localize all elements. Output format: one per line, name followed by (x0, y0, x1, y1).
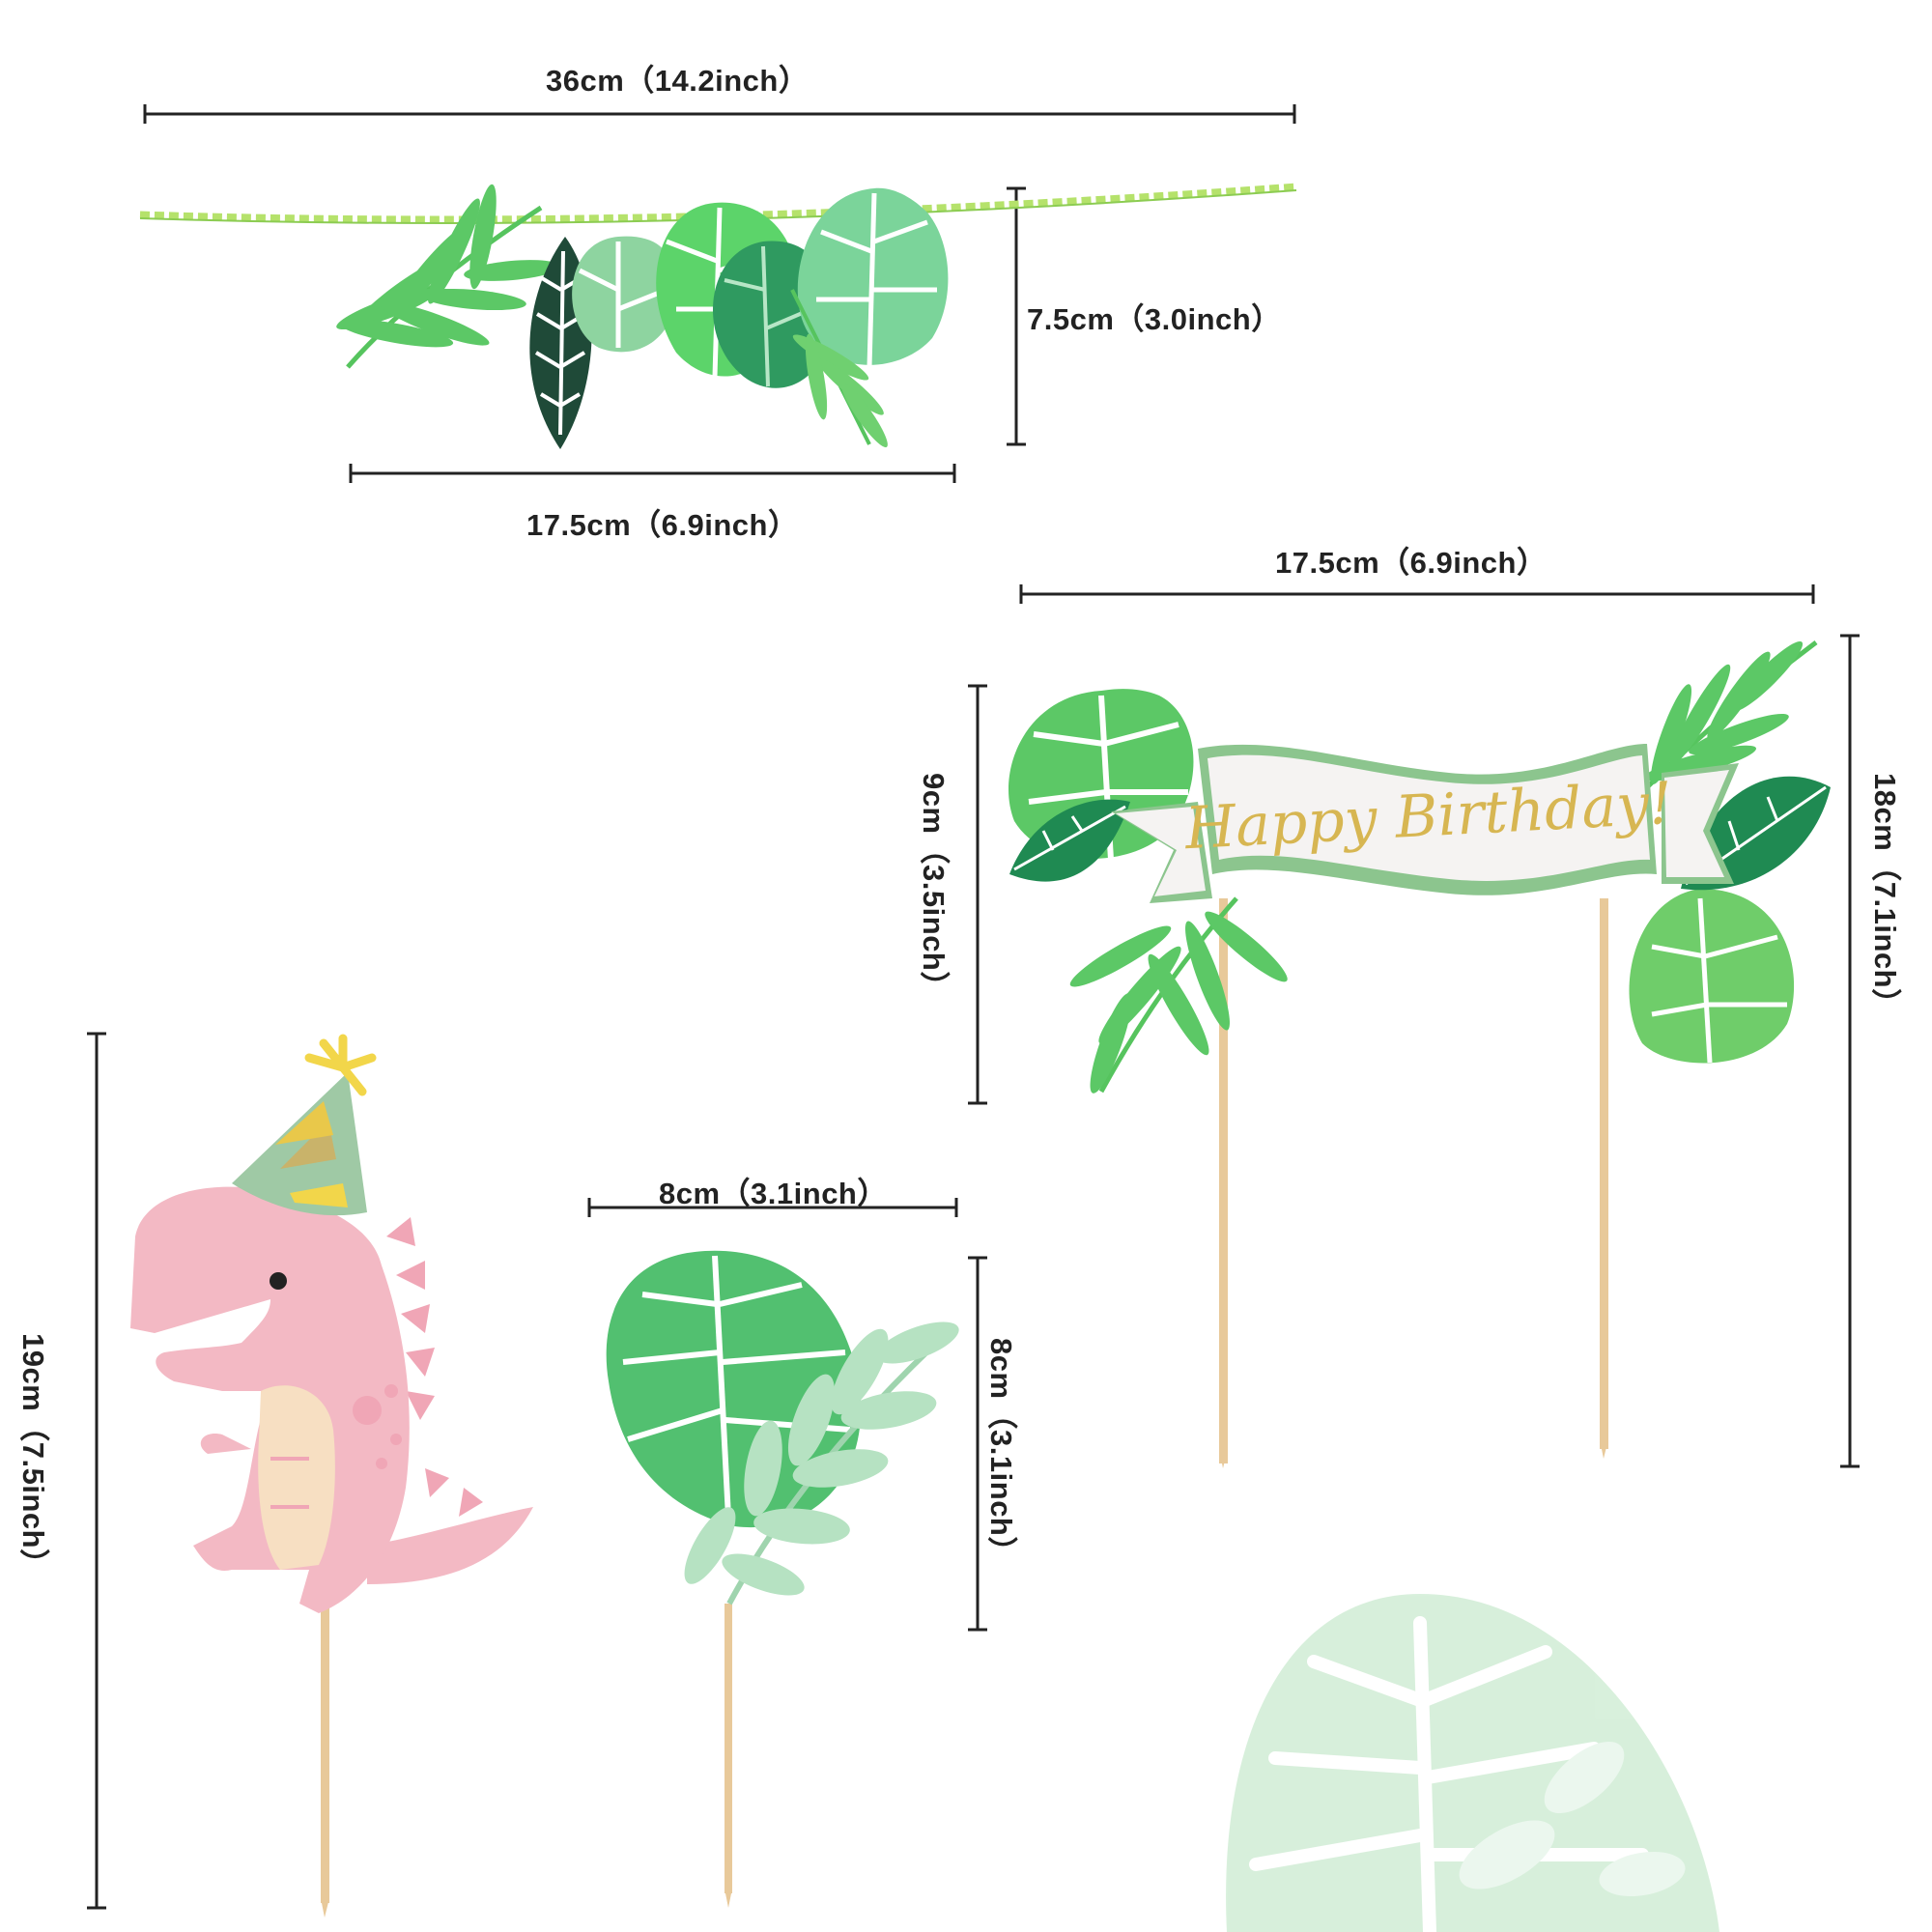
ribbon-banner: Happy Birthday! (1111, 744, 1739, 903)
party-hat-icon (232, 1034, 377, 1216)
palm-leaf-icon (790, 289, 888, 448)
banner-total-height-label: 18cm（7.1inch） (1868, 773, 1902, 1019)
dinosaur-topper (130, 1034, 533, 1918)
watermark-leaf-icon (1226, 1594, 1719, 1932)
leaf-topper (606, 1250, 959, 1908)
garland-leaves-width-label: 17.5cm（6.9inch） (526, 508, 799, 542)
dimension-lines (87, 104, 1860, 1910)
palm-leaf-icon (1069, 896, 1288, 1094)
palm-leaf-icon (336, 184, 560, 369)
topper-stick (1219, 898, 1228, 1463)
monstera-leaf-icon (572, 236, 676, 353)
topper-stick (1600, 898, 1608, 1449)
monstera-leaf-icon (1629, 889, 1795, 1064)
happy-birthday-topper: Happy Birthday! (1009, 640, 1831, 1468)
banner-width-label: 17.5cm（6.9inch） (1275, 546, 1548, 580)
leaf-topper-height-label: 8cm（3.1inch） (984, 1338, 1018, 1567)
monstera-leaf-icon (797, 187, 949, 368)
dark-leaf-icon (1009, 799, 1130, 882)
dino-stick (321, 1526, 329, 1903)
fern-leaf-icon (684, 1321, 959, 1605)
garland-width-label: 36cm（14.2inch） (546, 64, 810, 98)
dino-height-label: 19cm（7.5inch） (16, 1333, 50, 1579)
garland-height-label: 7.5cm（3.0inch） (1027, 302, 1282, 336)
leaf-stick (724, 1604, 732, 1893)
banner-height-label: 9cm（3.5inch） (917, 773, 951, 1002)
leaf-topper-width-label: 8cm（3.1inch） (659, 1177, 888, 1210)
dino-belly (258, 1385, 335, 1570)
leaf-garland (139, 183, 1297, 449)
dino-eye (270, 1272, 287, 1290)
